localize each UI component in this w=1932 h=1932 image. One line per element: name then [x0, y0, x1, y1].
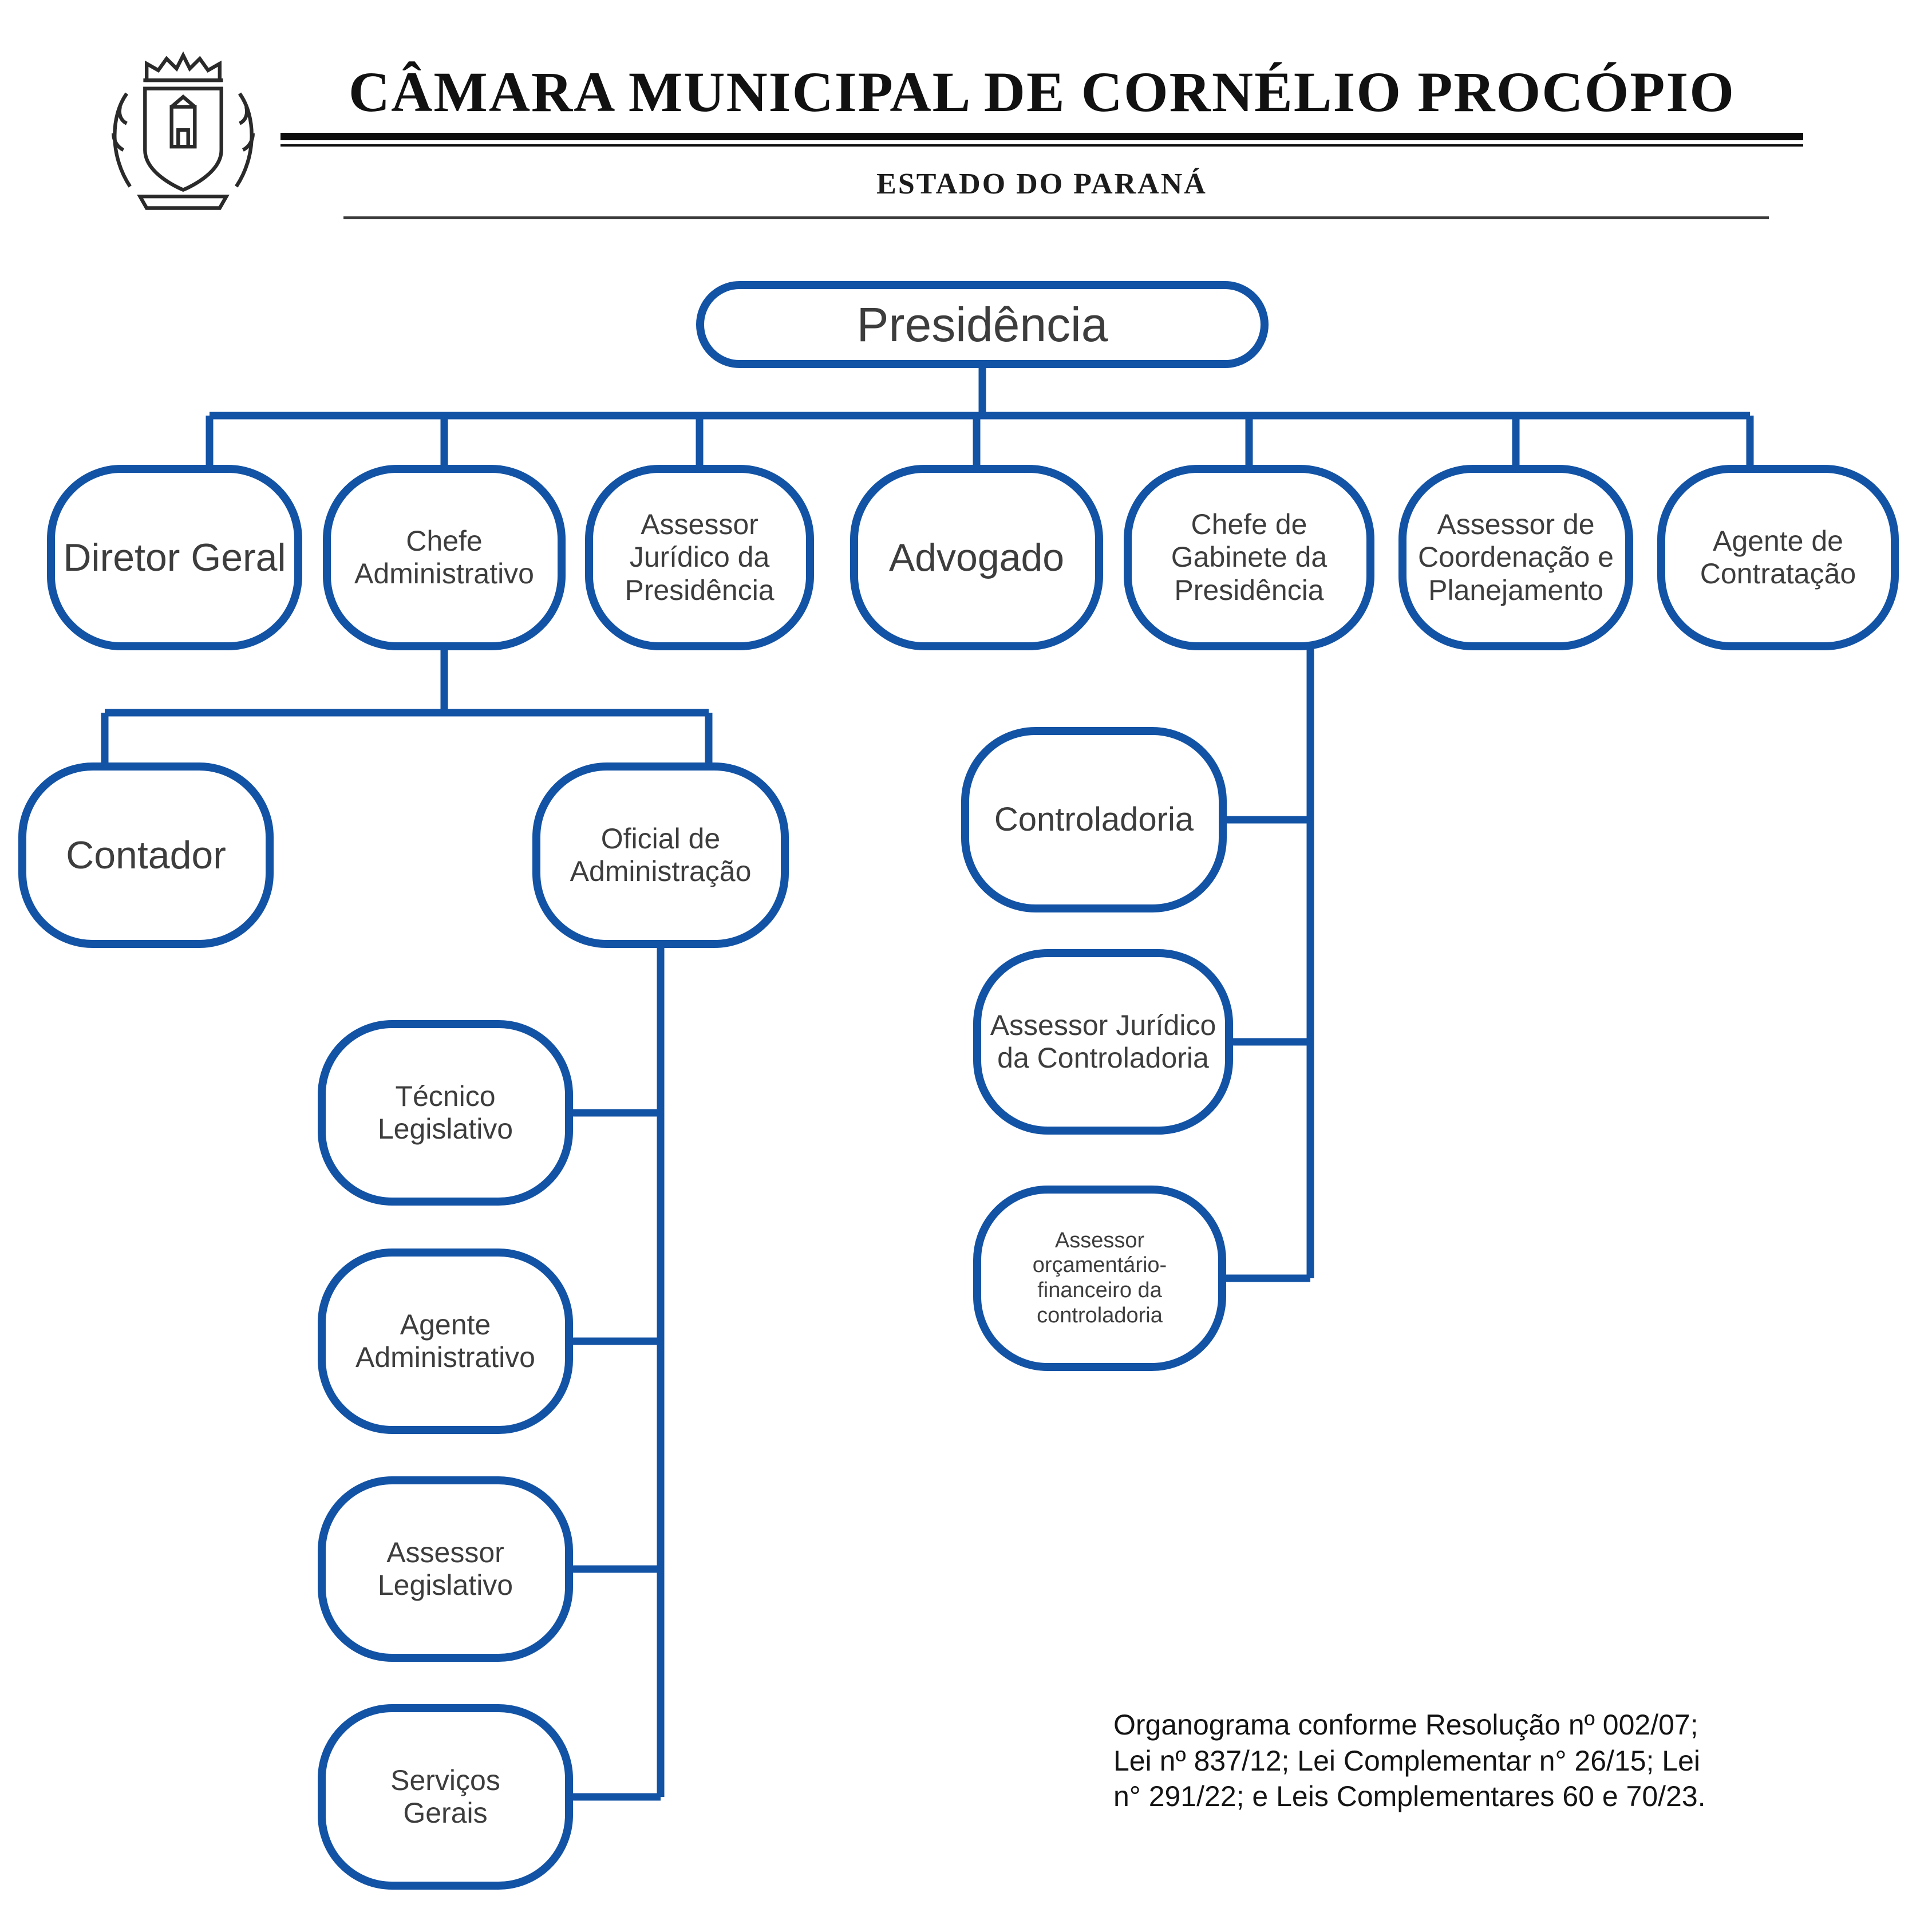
node-assessor-coordenacao-planejamento: Assessor de Coordenação e Planejamento [1398, 465, 1633, 650]
footnote-line: Lei nº 837/12; Lei Complementar n° 26/15… [1113, 1744, 1701, 1777]
node-label: Assessor orçamentário-financeiro da cont… [1032, 1228, 1167, 1327]
node-label: Controladoria [994, 800, 1194, 838]
node-contador: Contador [18, 762, 274, 948]
node-label: Agente de Contratação [1700, 524, 1856, 590]
node-controladoria: Controladoria [961, 727, 1227, 912]
node-label: Oficial de Administração [570, 822, 752, 888]
node-assessor-legislativo: Assessor Legislativo [318, 1476, 573, 1662]
node-label: Agente Administrativo [355, 1308, 535, 1374]
header: CÂMARA MUNICIPAL DE CORNÉLIO PROCÓPIO ES… [280, 0, 1803, 229]
title-underline-thin [280, 144, 1803, 147]
coat-of-arms-logo [112, 51, 255, 210]
node-label: Assessor Jurídico da Presidência [625, 508, 775, 606]
footnote-line: Organograma conforme Resolução nº 002/07… [1113, 1709, 1698, 1741]
page-subtitle: ESTADO DO PARANÁ [876, 168, 1207, 200]
node-servicos-gerais: Serviços Gerais [318, 1704, 573, 1890]
node-label: Assessor Legislativo [377, 1536, 513, 1602]
node-diretor-geral: Diretor Geral [47, 465, 302, 650]
title-underline-thick [280, 133, 1803, 140]
node-label: Diretor Geral [63, 535, 286, 579]
node-label: Presidência [856, 297, 1108, 351]
footnote-line: n° 291/22; e Leis Complementares 60 e 70… [1113, 1780, 1706, 1812]
node-label: Técnico Legislativo [377, 1080, 513, 1145]
footnote: Organograma conforme Resolução nº 002/07… [1113, 1707, 1892, 1815]
node-label: Serviços Gerais [390, 1764, 500, 1830]
node-label: Assessor Jurídico da Controladoria [990, 1009, 1216, 1074]
node-assessor-juridico-controladoria: Assessor Jurídico da Controladoria [973, 949, 1233, 1135]
node-tecnico-legislativo: Técnico Legislativo [318, 1020, 573, 1206]
node-presidencia: Presidência [696, 281, 1269, 368]
node-chefe-gabinete-presidencia: Chefe de Gabinete da Presidência [1124, 465, 1374, 650]
node-assessor-juridico-presidencia: Assessor Jurídico da Presidência [585, 465, 814, 650]
node-label: Chefe Administrativo [354, 524, 534, 590]
node-agente-contratacao: Agente de Contratação [1657, 465, 1899, 650]
node-chefe-administrativo: Chefe Administrativo [323, 465, 566, 650]
node-advogado: Advogado [850, 465, 1103, 650]
node-label: Contador [66, 833, 226, 877]
node-oficial-administracao: Oficial de Administração [532, 762, 789, 948]
page-title: CÂMARA MUNICIPAL DE CORNÉLIO PROCÓPIO [348, 60, 1736, 124]
node-agente-administrativo: Agente Administrativo [318, 1249, 573, 1434]
node-label: Assessor de Coordenação e Planejamento [1418, 508, 1614, 606]
node-assessor-orcamentario-financeiro: Assessor orçamentário-financeiro da cont… [973, 1186, 1226, 1371]
node-label: Advogado [888, 535, 1065, 579]
node-label: Chefe de Gabinete da Presidência [1171, 508, 1327, 606]
subtitle-underline [343, 216, 1769, 219]
